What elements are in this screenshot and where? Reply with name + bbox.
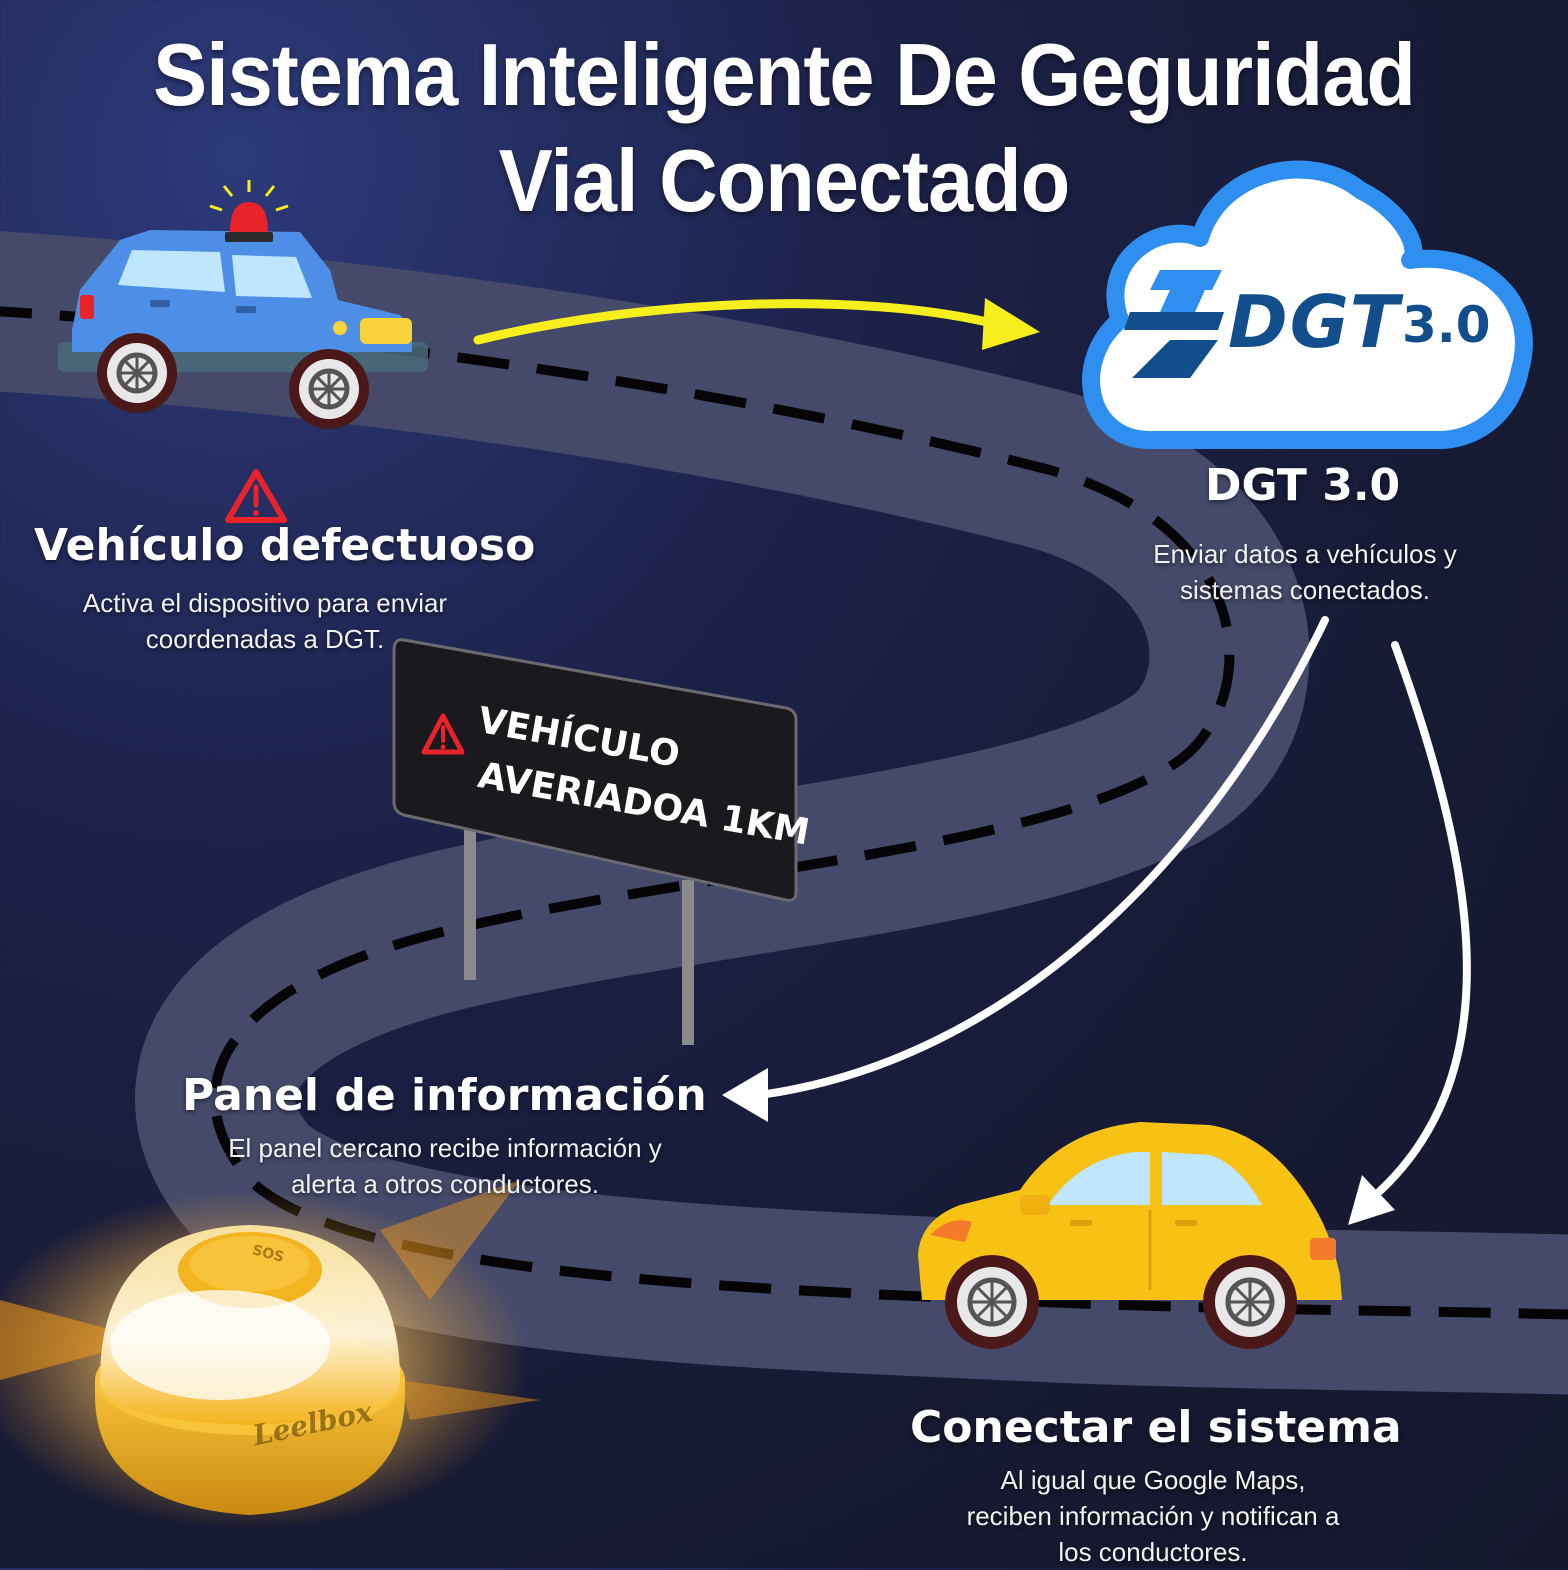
dgt-desc-line2: sistemas conectados. [1179, 575, 1430, 605]
emergency-beacon [0, 1180, 540, 1530]
sign-warning-icon [421, 713, 465, 755]
dgt-heading: DGT 3.0 [1205, 460, 1401, 511]
defective-vehicle-heading: Vehículo defectuoso [34, 520, 536, 571]
dgt-description: Enviar datos a vehículos y sistemas cone… [1120, 536, 1490, 608]
dgt-logo-icon [1124, 270, 1224, 378]
dgt-cloud [1082, 160, 1533, 449]
page-title-line2: Vial Conectado [498, 131, 1070, 230]
defective-desc-line2: coordenadas a DGT. [145, 624, 385, 654]
info-panel-description: El panel cercano recibe información y al… [195, 1130, 695, 1202]
connect-desc-line2: reciben información y notifican a [966, 1501, 1340, 1531]
police-car-wheel-rear [289, 349, 369, 429]
arrow-dgt-to-panel [722, 616, 1329, 1122]
yellow-car-wheel-front [945, 1255, 1039, 1349]
info-panel-heading: Panel de información [182, 1070, 707, 1121]
dgt-logo-version: 3.0 [1402, 296, 1491, 354]
connect-desc-line3: los conductores. [1058, 1537, 1248, 1567]
siren-icon [209, 180, 289, 242]
page-title-line1: Sistema Inteligente De Geguridad [153, 25, 1416, 124]
connect-system-heading: Conectar el sistema [910, 1402, 1402, 1453]
connect-desc-line1: Al igual que Google Maps, [1000, 1465, 1306, 1495]
yellow-car [918, 1122, 1342, 1300]
road-sign [392, 638, 798, 1045]
defective-desc-line1: Activa el dispositivo para enviar [82, 588, 448, 618]
warning-icon [225, 469, 287, 523]
info-desc-line1: El panel cercano recibe información y [228, 1133, 662, 1163]
arrow-car-to-dgt [473, 298, 1040, 350]
dgt-logo-text: DGT [1228, 280, 1401, 364]
police-car-wheel-front [97, 333, 177, 413]
connect-system-description: Al igual que Google Maps, reciben inform… [930, 1462, 1376, 1570]
defective-vehicle-description: Activa el dispositivo para enviar coorde… [40, 585, 490, 657]
dgt-desc-line1: Enviar datos a vehículos y [1153, 539, 1457, 569]
yellow-car-wheel-rear [1203, 1255, 1297, 1349]
arrow-dgt-to-car [1348, 641, 1471, 1225]
info-desc-line2: alerta a otros conductores. [291, 1169, 599, 1199]
